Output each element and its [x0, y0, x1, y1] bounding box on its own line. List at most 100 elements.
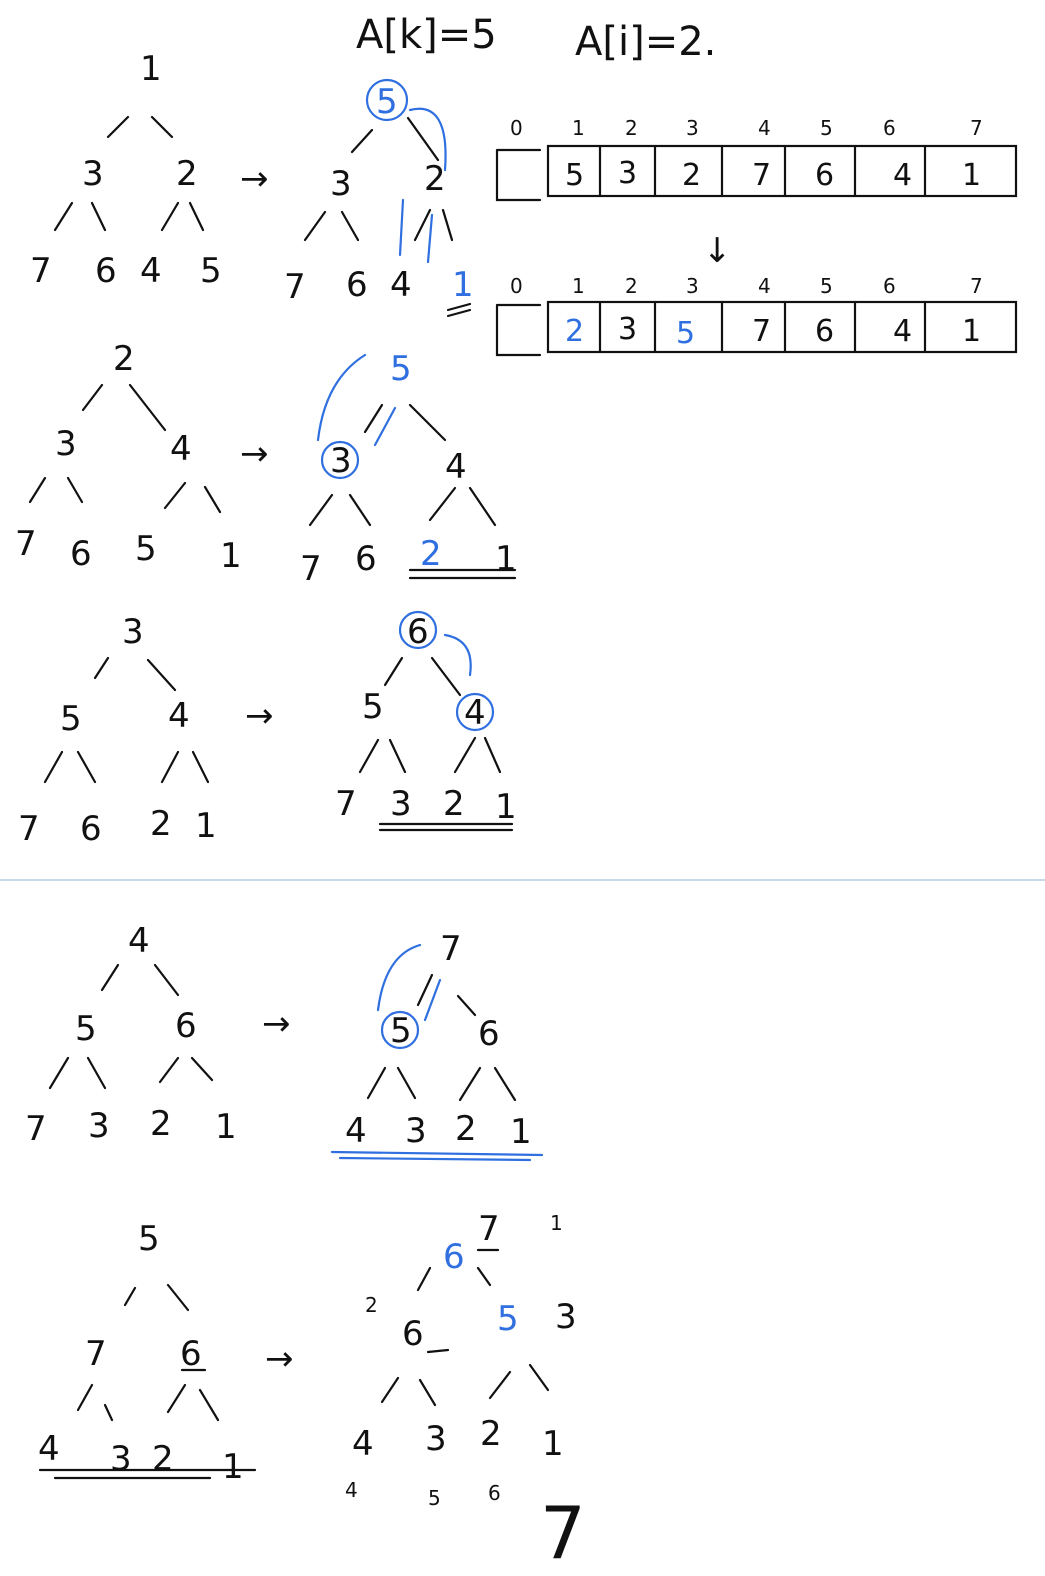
svg-text:1: 1 — [495, 787, 517, 827]
step2-after-tree: 5 3 4 7 6 2 1 — [300, 349, 517, 589]
svg-text:3: 3 — [686, 274, 699, 298]
svg-text:3: 3 — [686, 116, 699, 140]
svg-text:4: 4 — [170, 429, 192, 469]
svg-text:2: 2 — [625, 274, 638, 298]
svg-text:6: 6 — [402, 1314, 424, 1354]
svg-text:7: 7 — [335, 784, 357, 824]
svg-text:1: 1 — [572, 274, 585, 298]
svg-text:6: 6 — [407, 612, 429, 652]
svg-text:5: 5 — [376, 82, 398, 122]
svg-text:4: 4 — [893, 158, 912, 193]
svg-text:7: 7 — [540, 1491, 586, 1575]
step4-before-tree: 4 5 6 7 3 2 1 — [25, 921, 237, 1149]
svg-text:7: 7 — [15, 524, 37, 564]
arrow-step3: → — [245, 696, 274, 736]
header-left: A[k]=5 — [356, 12, 497, 58]
svg-text:4: 4 — [352, 1424, 374, 1464]
svg-text:1: 1 — [222, 1447, 244, 1487]
array-after: 0 1 2 3 4 5 6 7 2 3 5 7 6 4 1 — [495, 274, 1018, 357]
arrow-step4: → — [262, 1004, 291, 1044]
svg-text:2: 2 — [420, 534, 442, 574]
svg-text:6: 6 — [175, 1006, 197, 1046]
svg-text:7: 7 — [478, 1209, 500, 1249]
svg-text:7: 7 — [440, 929, 462, 969]
array-down-arrow: ↓ — [703, 231, 732, 271]
svg-text:3: 3 — [330, 164, 352, 204]
svg-text:7: 7 — [30, 251, 52, 291]
svg-text:0: 0 — [510, 274, 523, 298]
svg-text:2: 2 — [565, 314, 584, 349]
svg-text:4: 4 — [345, 1111, 367, 1151]
svg-text:1: 1 — [452, 265, 474, 305]
svg-text:5: 5 — [60, 699, 82, 739]
svg-text:3: 3 — [425, 1419, 447, 1459]
svg-text:2: 2 — [152, 1439, 174, 1479]
svg-text:1: 1 — [195, 806, 217, 846]
svg-text:2: 2 — [682, 158, 701, 193]
svg-text:7: 7 — [300, 549, 322, 589]
svg-text:5: 5 — [428, 1486, 441, 1510]
svg-text:2: 2 — [113, 339, 135, 379]
svg-text:3: 3 — [55, 424, 77, 464]
svg-text:6: 6 — [815, 314, 834, 349]
arrow-step2: → — [240, 434, 269, 474]
svg-text:6: 6 — [488, 1481, 501, 1505]
svg-text:5: 5 — [138, 1219, 160, 1259]
svg-text:6: 6 — [443, 1237, 465, 1277]
svg-text:5: 5 — [200, 251, 222, 291]
svg-text:4: 4 — [168, 696, 190, 736]
svg-text:6: 6 — [95, 251, 117, 291]
svg-text:4: 4 — [390, 265, 412, 305]
svg-text:4: 4 — [464, 693, 486, 733]
svg-text:7: 7 — [970, 274, 983, 298]
svg-text:5: 5 — [75, 1009, 97, 1049]
svg-text:6: 6 — [346, 265, 368, 305]
arrow-step1: → — [240, 159, 269, 199]
svg-text:1: 1 — [510, 1112, 532, 1152]
svg-text:6: 6 — [478, 1014, 500, 1054]
svg-text:5: 5 — [820, 274, 833, 298]
svg-text:4: 4 — [128, 921, 150, 961]
svg-text:4: 4 — [445, 447, 467, 487]
svg-text:2: 2 — [443, 784, 465, 824]
svg-text:3: 3 — [88, 1106, 110, 1146]
svg-text:4: 4 — [758, 116, 771, 140]
svg-text:7: 7 — [284, 267, 306, 307]
svg-text:7: 7 — [85, 1334, 107, 1374]
svg-text:2: 2 — [455, 1109, 477, 1149]
step1-after-tree: 5 3 2 7 6 4 1 — [284, 78, 474, 318]
svg-text:1: 1 — [962, 158, 981, 193]
svg-text:5: 5 — [135, 529, 157, 569]
svg-text:5: 5 — [390, 349, 412, 389]
svg-text:2: 2 — [150, 804, 172, 844]
svg-text:4: 4 — [140, 251, 162, 291]
svg-text:1: 1 — [215, 1107, 237, 1147]
svg-text:3: 3 — [618, 156, 637, 191]
svg-text:6: 6 — [180, 1334, 202, 1374]
svg-text:3: 3 — [330, 441, 352, 481]
svg-text:2: 2 — [365, 1293, 378, 1317]
svg-text:1: 1 — [495, 539, 517, 579]
svg-text:3: 3 — [110, 1439, 132, 1479]
svg-text:2: 2 — [424, 159, 446, 199]
svg-text:2: 2 — [176, 154, 198, 194]
svg-text:5: 5 — [565, 158, 584, 193]
svg-text:1: 1 — [550, 1211, 563, 1235]
svg-text:6: 6 — [70, 534, 92, 574]
svg-text:4: 4 — [893, 314, 912, 349]
svg-text:5: 5 — [820, 116, 833, 140]
svg-text:7: 7 — [25, 1109, 47, 1149]
svg-text:6: 6 — [355, 539, 377, 579]
svg-text:5: 5 — [676, 316, 695, 351]
svg-text:6: 6 — [883, 274, 896, 298]
svg-text:6: 6 — [883, 116, 896, 140]
header-right: A[i]=2. — [575, 19, 716, 65]
svg-text:1: 1 — [572, 116, 585, 140]
arrow-step5: → — [265, 1339, 294, 1379]
svg-text:1: 1 — [220, 536, 242, 576]
svg-text:3: 3 — [618, 312, 637, 347]
step5-after-tree: 7 6 1 2 6 5 3 4 3 2 1 4 5 6 7 — [345, 1209, 586, 1575]
array-before: 0 1 2 3 4 5 6 7 5 3 2 7 6 4 1 — [495, 116, 1018, 202]
svg-text:4: 4 — [758, 274, 771, 298]
